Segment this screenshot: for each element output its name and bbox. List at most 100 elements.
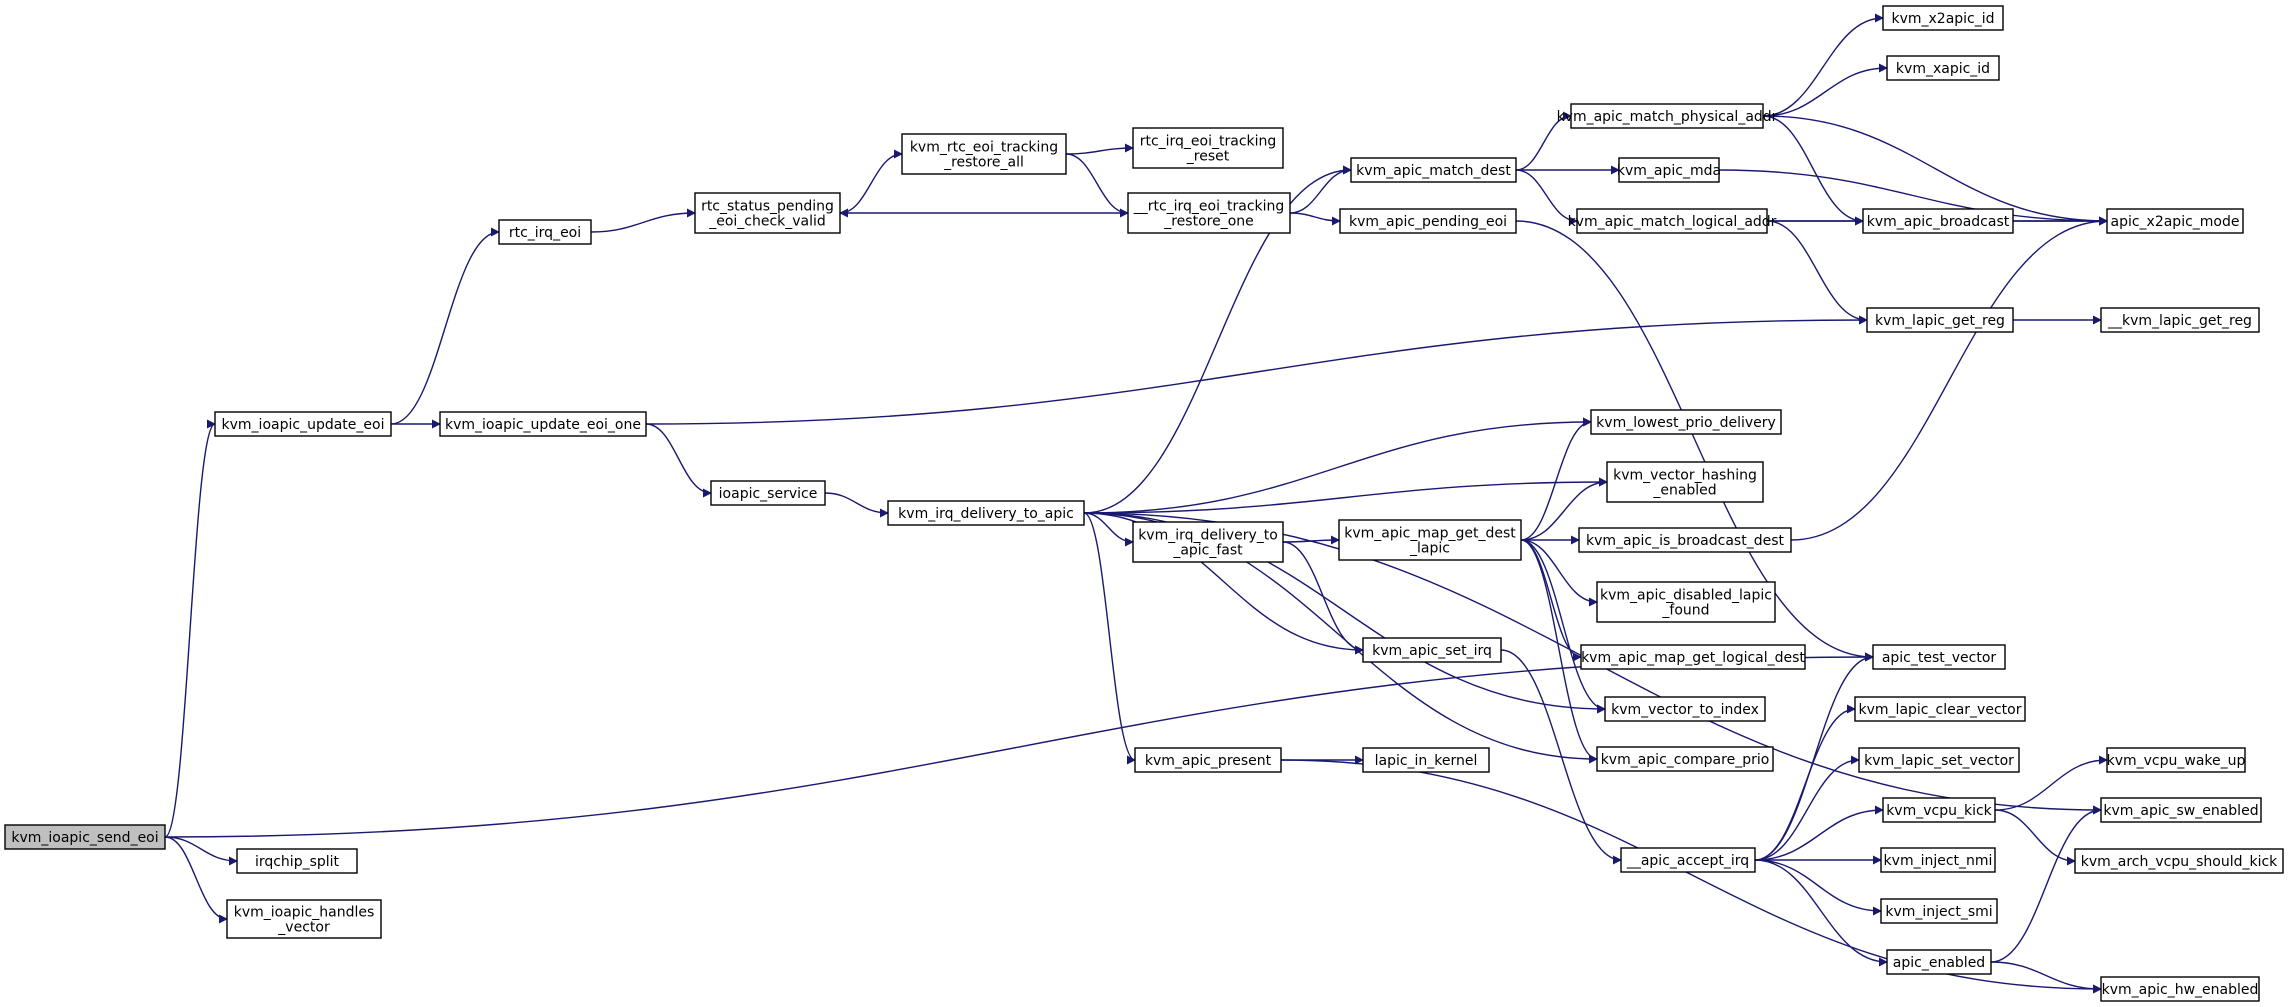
edge-__rtc_irq_eoi_tracking_restore_one-to-kvm_apic_pending_eoi: [1289, 212, 1341, 226]
node-kvm_arch_vcpu_should_kick[interactable]: kvm_arch_vcpu_should_kick: [2074, 848, 2284, 874]
node-box: [1854, 696, 2026, 722]
node-box: [887, 500, 1085, 526]
node-label: kvm_xapic_id: [1896, 61, 1990, 77]
node-box: [1338, 519, 1522, 561]
node-kvm_apic_match_dest[interactable]: kvm_apic_match_dest: [1350, 157, 1517, 183]
node-label: kvm_apic_compare_prio: [1601, 752, 1770, 768]
edge-__apic_accept_irq-to-kvm_vcpu_kick: [1754, 805, 1884, 861]
node-kvm_xapic_id[interactable]: kvm_xapic_id: [1886, 55, 2000, 81]
node-label: _vector: [277, 920, 330, 936]
node-box: [226, 899, 382, 939]
node-kvm_vector_hashing_enabled[interactable]: kvm_vector_hashing_enabled: [1606, 461, 1764, 503]
node-label: _enabled: [1652, 483, 1716, 499]
node-box: [1132, 127, 1284, 169]
node-box: [694, 192, 841, 234]
node-box: [1350, 157, 1517, 183]
node-box: [1866, 307, 2014, 333]
node-kvm_inject_smi[interactable]: kvm_inject_smi: [1880, 898, 1998, 924]
node-kvm_apic_disabled_lapic_found[interactable]: kvm_apic_disabled_lapic_found: [1596, 581, 1776, 623]
node-rtc_irq_eoi_tracking_reset[interactable]: rtc_irq_eoi_tracking_reset: [1132, 127, 1284, 169]
node-kvm_apic_mda[interactable]: kvm_apic_mda: [1617, 157, 1721, 183]
node-box: [1882, 797, 1996, 823]
node-box: [2106, 208, 2244, 234]
node-kvm_inject_nmi[interactable]: kvm_inject_nmi: [1880, 847, 1996, 873]
node-box: [1596, 581, 1776, 623]
node-kvm_apic_map_get_dest_lapic[interactable]: kvm_apic_map_get_dest_lapic: [1338, 519, 1522, 561]
node-kvm_vcpu_kick[interactable]: kvm_vcpu_kick: [1882, 797, 1996, 823]
node-kvm_apic_broadcast[interactable]: kvm_apic_broadcast: [1862, 208, 2014, 234]
node-__apic_accept_irq[interactable]: __apic_accept_irq: [1620, 847, 1756, 873]
node-box: [1134, 747, 1282, 773]
node-kvm_vcpu_wake_up[interactable]: kvm_vcpu_wake_up: [2106, 747, 2246, 773]
node-kvm_apic_sw_enabled[interactable]: kvm_apic_sw_enabled: [2100, 797, 2262, 823]
edge-kvm_irq_delivery_to_apic_fast-to-kvm_apic_set_irq: [1282, 541, 1364, 655]
node-kvm_ioapic_update_eoi[interactable]: kvm_ioapic_update_eoi: [214, 411, 392, 437]
node-kvm_irq_delivery_to_apic_fast[interactable]: kvm_irq_delivery_to_apic_fast: [1132, 521, 1284, 563]
edge-kvm_apic_mda-to-apic_x2apic_mode: [1718, 169, 2108, 226]
edge-__apic_accept_irq-to-kvm_lapic_set_vector: [1754, 755, 1860, 861]
edge-kvm_ioapic_update_eoi_one-to-kvm_lapic_get_reg: [645, 315, 1868, 425]
node-kvm_ioapic_update_eoi_one[interactable]: kvm_ioapic_update_eoi_one: [439, 411, 647, 437]
node-kvm_apic_pending_eoi[interactable]: kvm_apic_pending_eoi: [1339, 208, 1517, 234]
edge-kvm_ioapic_send_eoi-to-kvm_ioapic_update_eoi: [164, 419, 216, 838]
node-kvm_ioapic_send_eoi[interactable]: kvm_ioapic_send_eoi: [4, 824, 166, 850]
node-label: kvm_ioapic_update_eoi_one: [445, 417, 641, 433]
node-kvm_apic_present[interactable]: kvm_apic_present: [1134, 747, 1282, 773]
node-rtc_irq_eoi[interactable]: rtc_irq_eoi: [498, 219, 592, 245]
edge-kvm_rtc_eoi_tracking_restore_all-to-__rtc_irq_eoi_tracking_restore_one: [1065, 153, 1129, 218]
edge-ioapic_service-to-kvm_irq_delivery_to_apic: [824, 492, 889, 518]
node-kvm_apic_match_physical_addr[interactable]: kvm_apic_match_physical_addr: [1557, 103, 1778, 129]
edge-kvm_apic_match_dest-to-kvm_apic_match_physical_addr: [1515, 111, 1572, 171]
node-ioapic_service[interactable]: ioapic_service: [710, 480, 826, 506]
edge-kvm_apic_match_physical_addr-to-kvm_apic_broadcast: [1762, 115, 1864, 226]
node-label: __rtc_irq_eoi_tracking: [1133, 199, 1285, 215]
node-label: rtc_irq_eoi: [509, 225, 581, 241]
node-__rtc_irq_eoi_tracking_restore_one[interactable]: __rtc_irq_eoi_tracking_restore_one: [1127, 192, 1291, 234]
node-kvm_x2apic_id[interactable]: kvm_x2apic_id: [1882, 5, 2004, 31]
node-kvm_apic_compare_prio[interactable]: kvm_apic_compare_prio: [1596, 746, 1774, 772]
node-box: [1886, 949, 1992, 975]
node-label: kvm_apic_match_physical_addr: [1557, 109, 1778, 125]
edge-rtc_irq_eoi-to-rtc_status_pending_eoi_check_valid: [590, 208, 696, 233]
node-rtc_status_pending_eoi_check_valid[interactable]: rtc_status_pending_eoi_check_valid: [694, 192, 841, 234]
node-kvm_apic_set_irq[interactable]: kvm_apic_set_irq: [1362, 637, 1502, 663]
node-label: kvm_x2apic_id: [1891, 11, 1994, 27]
node-box: [1858, 747, 2020, 773]
node-apic_enabled[interactable]: apic_enabled: [1886, 949, 1992, 975]
node-apic_x2apic_mode[interactable]: apic_x2apic_mode: [2106, 208, 2244, 234]
node-box: [1570, 103, 1764, 129]
node-kvm_vector_to_index[interactable]: kvm_vector_to_index: [1604, 696, 1766, 722]
node-kvm_lapic_set_vector[interactable]: kvm_lapic_set_vector: [1858, 747, 2020, 773]
node-kvm_apic_hw_enabled[interactable]: kvm_apic_hw_enabled: [2100, 976, 2260, 1002]
node-kvm_apic_match_logical_addr[interactable]: kvm_apic_match_logical_addr: [1568, 208, 1777, 234]
node-box: [1590, 409, 1782, 435]
node-kvm_apic_map_get_logical_dest[interactable]: kvm_apic_map_get_logical_dest: [1580, 644, 1806, 670]
node-label: _restore_one: [1163, 214, 1254, 230]
node-label: irqchip_split: [255, 854, 340, 870]
node-kvm_rtc_eoi_tracking_restore_all[interactable]: kvm_rtc_eoi_tracking_restore_all: [901, 133, 1067, 175]
node-label: kvm_apic_disabled_lapic: [1600, 588, 1772, 604]
node-label: kvm_ioapic_handles: [234, 905, 375, 921]
node-box: [1362, 747, 1490, 773]
node-kvm_apic_is_broadcast_dest[interactable]: kvm_apic_is_broadcast_dest: [1578, 527, 1792, 553]
node-kvm_lowest_prio_delivery[interactable]: kvm_lowest_prio_delivery: [1590, 409, 1782, 435]
node-box: [1578, 527, 1792, 553]
edge-kvm_apic_is_broadcast_dest-to-apic_x2apic_mode: [1790, 216, 2108, 541]
node-label: _found: [1661, 603, 1709, 619]
edge-__apic_accept_irq-to-kvm_inject_smi: [1754, 859, 1882, 916]
node-label: kvm_irq_delivery_to_apic: [898, 506, 1074, 522]
node-kvm_lapic_clear_vector[interactable]: kvm_lapic_clear_vector: [1854, 696, 2026, 722]
node-box: [710, 480, 826, 506]
node-kvm_lapic_get_reg[interactable]: kvm_lapic_get_reg: [1866, 307, 2014, 333]
node-label: kvm_apic_pending_eoi: [1349, 214, 1507, 230]
node-apic_test_vector[interactable]: apic_test_vector: [1872, 644, 2006, 670]
node-label: kvm_lapic_clear_vector: [1859, 702, 2022, 718]
node-irqchip_split[interactable]: irqchip_split: [236, 848, 358, 874]
node-kvm_ioapic_handles_vector[interactable]: kvm_ioapic_handles_vector: [226, 899, 382, 939]
node-kvm_irq_delivery_to_apic[interactable]: kvm_irq_delivery_to_apic: [887, 500, 1085, 526]
node-box: [2100, 307, 2260, 333]
node-lapic_in_kernel[interactable]: lapic_in_kernel: [1362, 747, 1490, 773]
node-label: _lapic: [1409, 541, 1450, 557]
node-__kvm_lapic_get_reg[interactable]: __kvm_lapic_get_reg: [2100, 307, 2260, 333]
node-label: kvm_lowest_prio_delivery: [1596, 415, 1776, 431]
